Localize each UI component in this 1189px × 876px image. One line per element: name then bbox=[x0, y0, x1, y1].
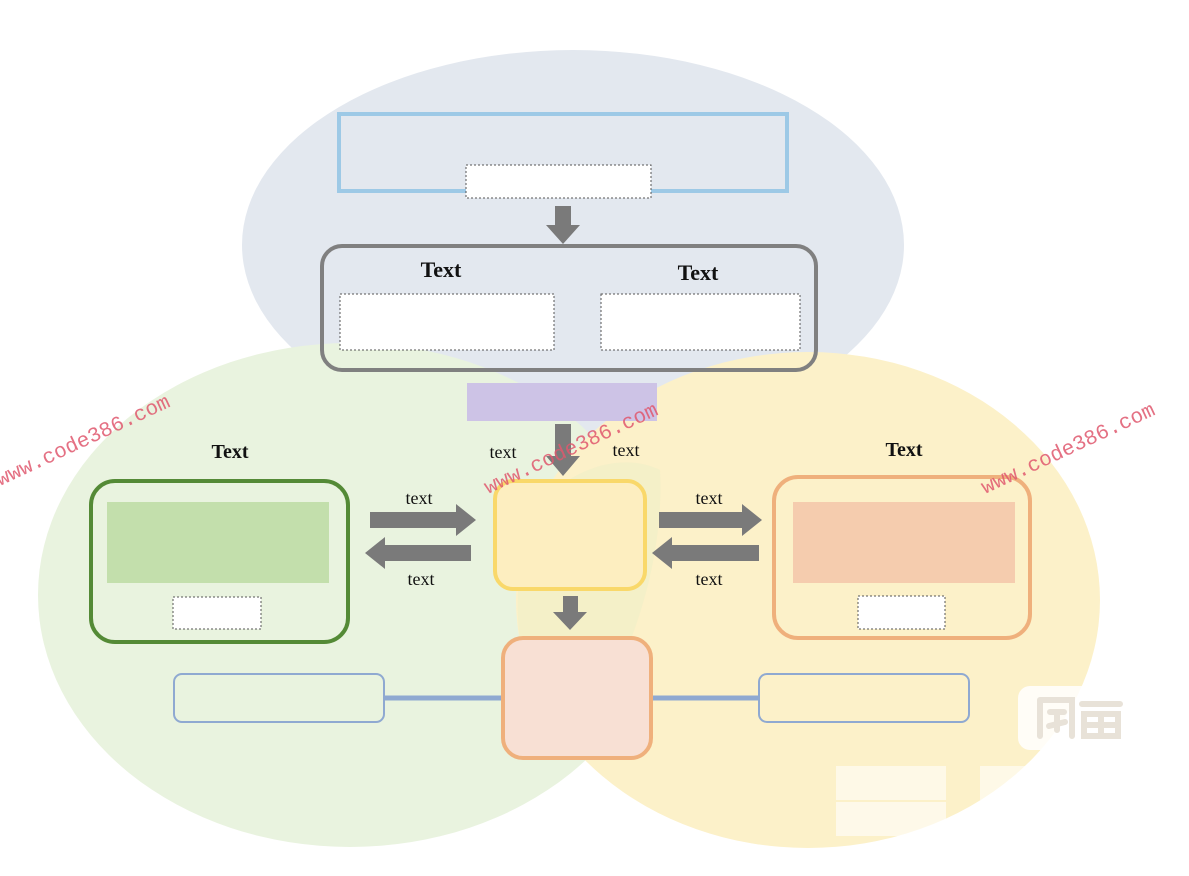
faint-block-2 bbox=[980, 766, 1118, 800]
arrow-down-top bbox=[546, 206, 580, 244]
left-arrow-left bbox=[365, 537, 471, 569]
arrow-down-center bbox=[546, 424, 580, 476]
right-arrow-right-label: text bbox=[696, 488, 723, 508]
center-flow-label-left: text bbox=[490, 442, 517, 462]
bottom-center-box bbox=[501, 636, 653, 760]
logo-icon bbox=[1037, 697, 1123, 739]
right-arrow-right bbox=[659, 504, 762, 536]
left-green-tag bbox=[172, 596, 262, 630]
center-flow-label-right: text bbox=[613, 440, 640, 460]
left-arrow-right bbox=[370, 504, 476, 536]
center-yellow-box bbox=[493, 479, 647, 591]
faint-block-1 bbox=[836, 766, 946, 800]
right-orange-tag bbox=[857, 595, 946, 630]
right-panel-title: Text bbox=[885, 439, 922, 461]
right-arrow-left bbox=[652, 537, 759, 569]
left-arrow-left-label: text bbox=[408, 569, 435, 589]
bottom-right-box bbox=[758, 673, 970, 723]
left-panel-title: Text bbox=[211, 441, 248, 463]
faint-block-3 bbox=[836, 802, 946, 836]
left-arrow-right-label: text bbox=[406, 488, 433, 508]
top-panel-left-field bbox=[339, 293, 555, 351]
left-green-box bbox=[89, 479, 350, 644]
purple-bar bbox=[467, 383, 657, 421]
bottom-left-box bbox=[173, 673, 385, 723]
top-panel-right-field bbox=[600, 293, 801, 351]
top-gray-box bbox=[320, 244, 818, 372]
top-panel-right-title: Text bbox=[678, 260, 719, 285]
top-blue-box-tag bbox=[465, 164, 652, 199]
top-panel-left-title: Text bbox=[421, 257, 462, 282]
left-green-fill bbox=[107, 502, 329, 583]
right-orange-fill bbox=[793, 502, 1015, 583]
arrow-down-bottom bbox=[553, 596, 587, 630]
right-orange-box bbox=[772, 475, 1032, 640]
right-arrow-left-label: text bbox=[696, 569, 723, 589]
